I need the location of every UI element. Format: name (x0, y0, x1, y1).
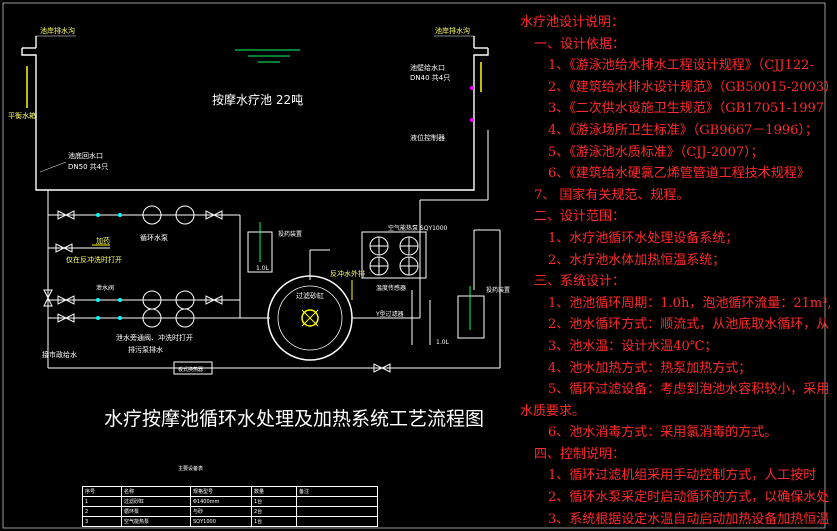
table-row: 1 过滤砂缸 Φ1400mm 1台 (82, 496, 378, 507)
table-cell: 过滤砂缸 (121, 496, 191, 507)
note-line: 1、水疗池循环水处理设备系统； (548, 230, 739, 246)
dosing-tank (247, 222, 273, 273)
return-spec: DN50 共4只 (68, 162, 108, 171)
right-tank-label: 投药装置 (486, 286, 510, 294)
table-cell: 1台 (251, 516, 297, 527)
table-cell: 空气能热泵 (121, 516, 191, 527)
table-cell (296, 496, 378, 507)
note-valve: 泄水旁通阀、冲洗时打开 (116, 333, 193, 342)
note-line: 一、设计依据： (534, 36, 626, 52)
note-line: 2、《建筑给水排水设计规范》（GB50015-2003） (548, 79, 837, 95)
design-notes: 水疗池设计说明： 一、设计依据： 1、《游泳池给水排水工程设计规程》（CJJ122-… (520, 12, 837, 531)
small-label-2: Y型过滤器 (375, 310, 404, 318)
backwash-note: 仅在反冲洗时打开 (66, 255, 122, 264)
pool-label: 按摩水疗池 22吨 (212, 92, 303, 107)
level-label: 液位控制器 (410, 133, 445, 142)
note-line: 2、池水循环方式：顺流式，从池底取水循环，从 (548, 317, 830, 333)
pipe-network (47, 130, 501, 369)
top-right-label: 池岸排水沟 (435, 26, 470, 35)
table-cell: 1 (82, 496, 122, 507)
filter-tank (267, 275, 353, 361)
note-line: 1、池池循环周期：1.0h，泡池循环流量：21m³, (548, 295, 832, 311)
note-line: 5、循环过滤设备：考虑到泡池水容积较小，采用 (548, 382, 830, 398)
right-dosing-tank (457, 286, 485, 339)
table-caption: 主要设备表 (178, 466, 204, 472)
table-cell: 2台 (251, 506, 297, 517)
note-line: 3、《二次供水设施卫生规范》（GB17051-1997 (548, 101, 825, 117)
dosing-tank-label: 投药装置 (278, 230, 302, 238)
table-header-cell: 数量 (251, 486, 297, 497)
table-header-cell: 序号 (82, 486, 122, 497)
note-line: 4、池水加热方式：热泵加热方式； (548, 360, 752, 376)
table-cell (296, 506, 378, 517)
note-line: 6、池水消毒方式：采用氯消毒的方式。 (548, 425, 778, 441)
note-valve2: 排污泵排水 (128, 345, 163, 354)
note-line: 7、 国家有关规范、规程。 (534, 187, 690, 203)
return-label: 池底回水口 (68, 151, 103, 160)
note-line: 1、《游泳池给水排水工程设计规程》（CJJ122- (548, 58, 814, 74)
heatpump-label: 空气能热泵 SQY1000 (388, 224, 448, 232)
table-row: 2 循环泵 与砂 2台 (82, 506, 378, 517)
dosing-label: 加药 (96, 236, 110, 245)
pump-icon (142, 205, 195, 328)
note-line: 4、《游泳场所卫生标准》（GB9667－1996）； (548, 122, 818, 138)
note-line: 二、设计范围： (534, 209, 626, 225)
makeup-label: 接市政给水 (42, 350, 77, 359)
drawing-frame (2, 2, 826, 529)
table-header-cell: 备注 (296, 486, 378, 497)
table-header-cell: 规格型号 (190, 486, 252, 497)
table-cell: SQY1000 (190, 516, 252, 527)
dosing-tank-vol: 1.0L (256, 265, 270, 272)
note-line: 2、循环水泵采定时启动循环的方式，以确保水处 (548, 490, 830, 506)
pool (21, 36, 489, 191)
backwash-label: 反冲水外排 (330, 269, 365, 278)
inlet-spec: DN40 共4只 (410, 73, 450, 82)
note-line: 5、《游泳池水质标准》（CJJ-2007）； (548, 144, 764, 160)
table-cell: 3 (82, 516, 122, 527)
equipment-table: 序号 名称 规格型号 数量 备注 1 过滤砂缸 Φ1400mm 1台 2 循环泵… (82, 486, 378, 527)
filter-label: 过滤砂缸 (296, 291, 324, 300)
table-cell: 2 (82, 506, 122, 517)
table-cell (296, 516, 378, 527)
drawing-title: 水疗按摩池循环水处理及加热系统工艺流程图 (104, 408, 485, 430)
bypass-label: 泄水阀 (96, 284, 114, 292)
table-cell: 与砂 (190, 506, 252, 517)
note-line: 水质要求。 (520, 403, 586, 419)
table-header-cell: 名称 (121, 486, 191, 497)
note-line: 2、水疗池水体加热恒温系统； (548, 252, 726, 268)
water-surface-icon (235, 49, 300, 63)
table-cell: 循环泵 (121, 506, 191, 517)
small-label-1: 温度传感器 (376, 284, 406, 292)
heat-pump (361, 231, 427, 279)
note-line: 水疗池设计说明： (520, 15, 625, 30)
heater-label: 板式换热器 (178, 366, 203, 373)
right-tank-vol: 1.0L (436, 339, 450, 346)
note-line: 3、系统根据设定水温自动启动加热设备加热恒温 (548, 511, 830, 527)
note-line: 三、系统设计： (534, 274, 626, 290)
note-line: 1、循环过滤机组采用手动控制方式，人工按时 (548, 468, 817, 484)
table-row: 3 空气能热泵 SQY1000 1台 (82, 516, 378, 527)
top-left-label: 池岸排水沟 (40, 26, 75, 35)
table-cell: 1台 (251, 496, 297, 507)
inlet-label: 池壁给水口 (410, 63, 445, 72)
table-header-row: 序号 名称 规格型号 数量 备注 (82, 486, 378, 497)
note-line: 6、《建筑给水硬氯乙烯管管道工程技术规程》 (548, 166, 810, 182)
note-line: 3、池水温：设计水温40℃； (548, 338, 718, 354)
table-cell: Φ1400mm (190, 496, 252, 507)
valve-icon (43, 210, 391, 373)
note-line: 四、控制说明： (534, 446, 626, 462)
heat-exchanger (173, 361, 213, 375)
overflow-label: 平衡水箱 (8, 111, 36, 120)
pump-group-label: 循环水泵 (140, 233, 168, 242)
